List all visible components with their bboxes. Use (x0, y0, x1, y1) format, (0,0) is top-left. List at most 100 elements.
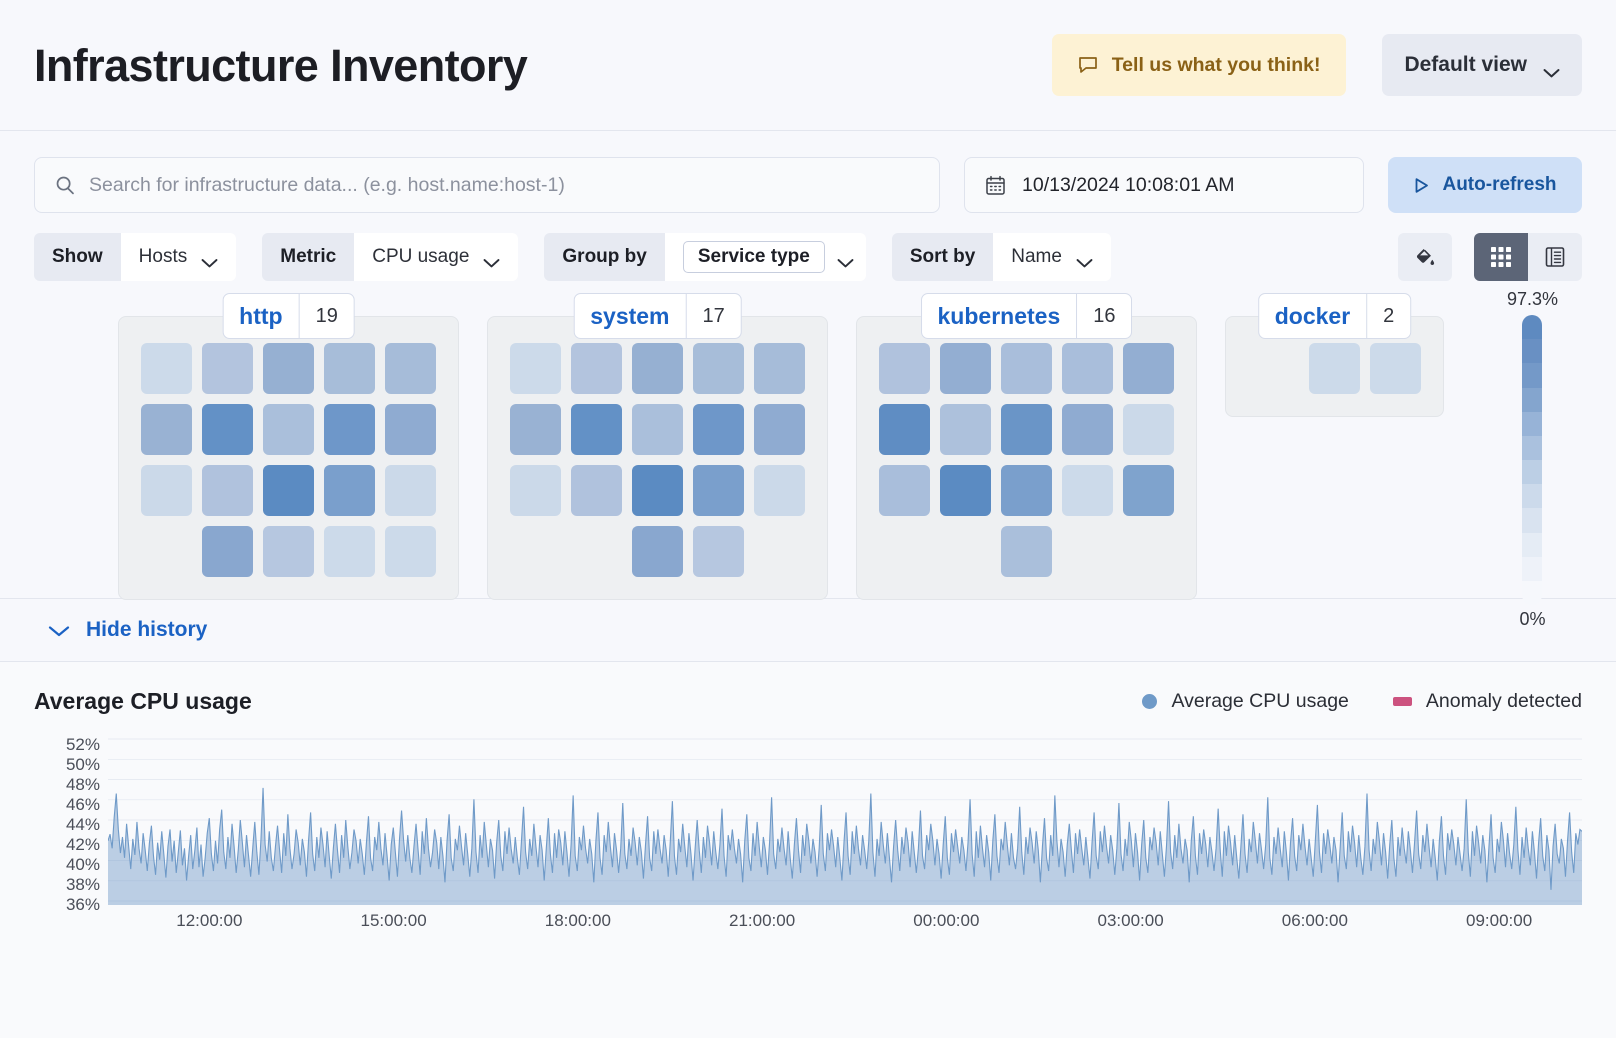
host-cell[interactable] (879, 343, 930, 394)
cell-row (141, 465, 436, 516)
host-cell[interactable] (632, 526, 683, 577)
filter-group-by-value[interactable]: Service type (664, 233, 866, 281)
cell-row (879, 465, 1174, 516)
host-cell[interactable] (571, 404, 622, 455)
group-cells-http (118, 316, 459, 600)
hide-history-toggle[interactable]: Hide history (0, 599, 1616, 662)
host-cell[interactable] (571, 343, 622, 394)
host-cell[interactable] (879, 465, 930, 516)
auto-refresh-button[interactable]: Auto-refresh (1388, 157, 1582, 213)
cell-spacer (510, 526, 561, 577)
host-cell[interactable] (1062, 404, 1113, 455)
host-cell[interactable] (754, 465, 805, 516)
host-cell[interactable] (1001, 465, 1052, 516)
default-view-button[interactable]: Default view (1382, 34, 1582, 96)
filter-show-value-text: Hosts (138, 246, 188, 267)
group-name-label[interactable]: kubernetes (937, 302, 1061, 329)
host-cell[interactable] (324, 526, 375, 577)
filter-sort-by-value[interactable]: Name (993, 233, 1111, 281)
chart-header: Average CPU usage Average CPU usage Anom… (34, 688, 1582, 715)
host-cell[interactable] (1001, 526, 1052, 577)
host-cell[interactable] (202, 465, 253, 516)
host-cell[interactable] (324, 343, 375, 394)
host-cell[interactable] (632, 343, 683, 394)
host-cell[interactable] (263, 526, 314, 577)
host-cell[interactable] (693, 343, 744, 394)
host-cell[interactable] (1001, 404, 1052, 455)
filter-sort-by: Sort by Name (891, 233, 1111, 281)
group-name-label[interactable]: docker (1274, 302, 1351, 329)
host-cell[interactable] (1309, 343, 1360, 394)
grid-view-icon[interactable] (1474, 233, 1528, 281)
group-header-docker[interactable]: docker 2 (1257, 293, 1412, 339)
host-cell[interactable] (510, 465, 561, 516)
host-cell[interactable] (263, 404, 314, 455)
host-cell[interactable] (632, 404, 683, 455)
host-cell[interactable] (263, 465, 314, 516)
filter-group-by-label: Group by (544, 233, 665, 281)
chart-legend: Average CPU usage Anomaly detected (1142, 690, 1582, 713)
host-cell[interactable] (879, 404, 930, 455)
group-name-label[interactable]: http (239, 302, 283, 329)
y-tick-label: 40% (65, 855, 100, 874)
host-cell[interactable] (1123, 465, 1174, 516)
host-cell[interactable] (202, 404, 253, 455)
group-count-badge: 2 (1366, 294, 1410, 338)
host-cell[interactable] (632, 465, 683, 516)
host-cell[interactable] (202, 343, 253, 394)
host-cell[interactable] (510, 404, 561, 455)
host-cell[interactable] (693, 465, 744, 516)
date-picker[interactable]: 10/13/2024 10:08:01 AM (964, 157, 1364, 213)
host-cell[interactable] (385, 465, 436, 516)
host-cell[interactable] (693, 404, 744, 455)
host-cell[interactable] (754, 343, 805, 394)
paint-bucket-icon[interactable] (1398, 233, 1452, 281)
host-cell[interactable] (141, 343, 192, 394)
filter-metric-value[interactable]: CPU usage (354, 233, 519, 281)
host-cell[interactable] (940, 343, 991, 394)
legend-item-average-cpu-usage[interactable]: Average CPU usage (1142, 690, 1349, 713)
cell-spacer (571, 526, 622, 577)
host-cell[interactable] (693, 526, 744, 577)
host-cell[interactable] (1123, 343, 1174, 394)
host-cell[interactable] (571, 465, 622, 516)
cell-spacer (141, 526, 192, 577)
host-cell[interactable] (141, 465, 192, 516)
host-cell[interactable] (1123, 404, 1174, 455)
host-cell[interactable] (141, 404, 192, 455)
host-cell[interactable] (1062, 465, 1113, 516)
scale-step (1522, 363, 1543, 388)
filter-show-value[interactable]: Hosts (120, 233, 237, 281)
cell-row (141, 343, 436, 394)
chart-canvas[interactable] (108, 735, 1582, 905)
host-cell[interactable] (1062, 343, 1113, 394)
search-input[interactable]: Search for infrastructure data... (e.g. … (34, 157, 940, 213)
host-cell[interactable] (754, 404, 805, 455)
legend-item-anomaly-detected[interactable]: Anomaly detected (1392, 690, 1582, 713)
host-cell[interactable] (324, 404, 375, 455)
group-cells-system (487, 316, 828, 600)
host-cell[interactable] (510, 343, 561, 394)
host-cell[interactable] (385, 526, 436, 577)
chevron-down-icon (837, 252, 854, 268)
host-cell[interactable] (940, 404, 991, 455)
cell-row (1248, 343, 1421, 394)
host-cell[interactable] (1370, 343, 1421, 394)
host-cell[interactable] (1001, 343, 1052, 394)
host-cell[interactable] (385, 343, 436, 394)
filter-row: Show Hosts Metric CPU usage (34, 233, 1582, 281)
host-cell[interactable] (324, 465, 375, 516)
group-name-label[interactable]: system (590, 302, 670, 329)
table-view-icon[interactable] (1528, 233, 1582, 281)
feedback-button[interactable]: Tell us what you think! (1051, 34, 1347, 96)
host-cell[interactable] (385, 404, 436, 455)
legend-label: Anomaly detected (1425, 690, 1582, 712)
host-cell[interactable] (940, 465, 991, 516)
host-cell[interactable] (263, 343, 314, 394)
host-cell[interactable] (202, 526, 253, 577)
scale-step (1522, 339, 1543, 364)
